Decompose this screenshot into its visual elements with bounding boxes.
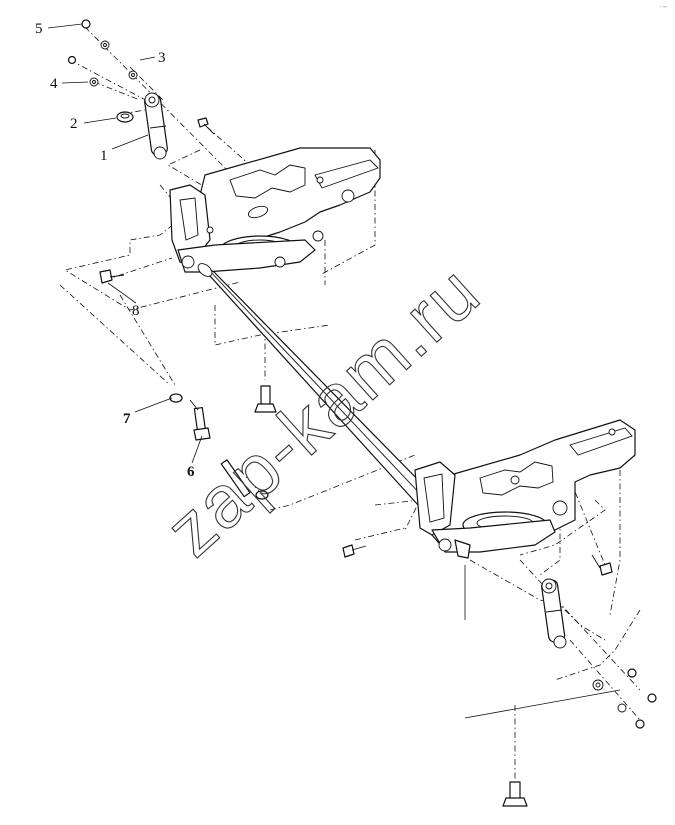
callout-4: 4 <box>50 76 58 92</box>
callout-labels: 5 3 4 2 1 8 7 6 <box>35 21 195 480</box>
leader-lines <box>47 23 466 620</box>
callout-2: 2 <box>70 116 78 132</box>
upper-frame-bracket <box>169 147 381 273</box>
bolt-bottom <box>502 781 528 807</box>
corner-mark: ◦ ▫▫▫ <box>660 4 667 9</box>
region-outlines <box>59 149 641 719</box>
fasteners-upper <box>67 19 215 403</box>
bolt-mid <box>220 459 269 500</box>
bolt-center <box>254 385 277 413</box>
bolt-6 <box>189 399 211 441</box>
shock-absorber-lower <box>541 578 567 649</box>
callout-6: 6 <box>187 464 195 480</box>
fasteners-lower <box>342 544 657 729</box>
callout-1: 1 <box>100 148 108 164</box>
callout-3: 3 <box>158 50 166 66</box>
callout-7: 7 <box>123 411 131 427</box>
callout-8: 8 <box>132 303 140 319</box>
callout-5: 5 <box>35 21 43 37</box>
lower-frame-bracket <box>414 419 636 559</box>
shock-absorber-upper <box>144 92 168 160</box>
